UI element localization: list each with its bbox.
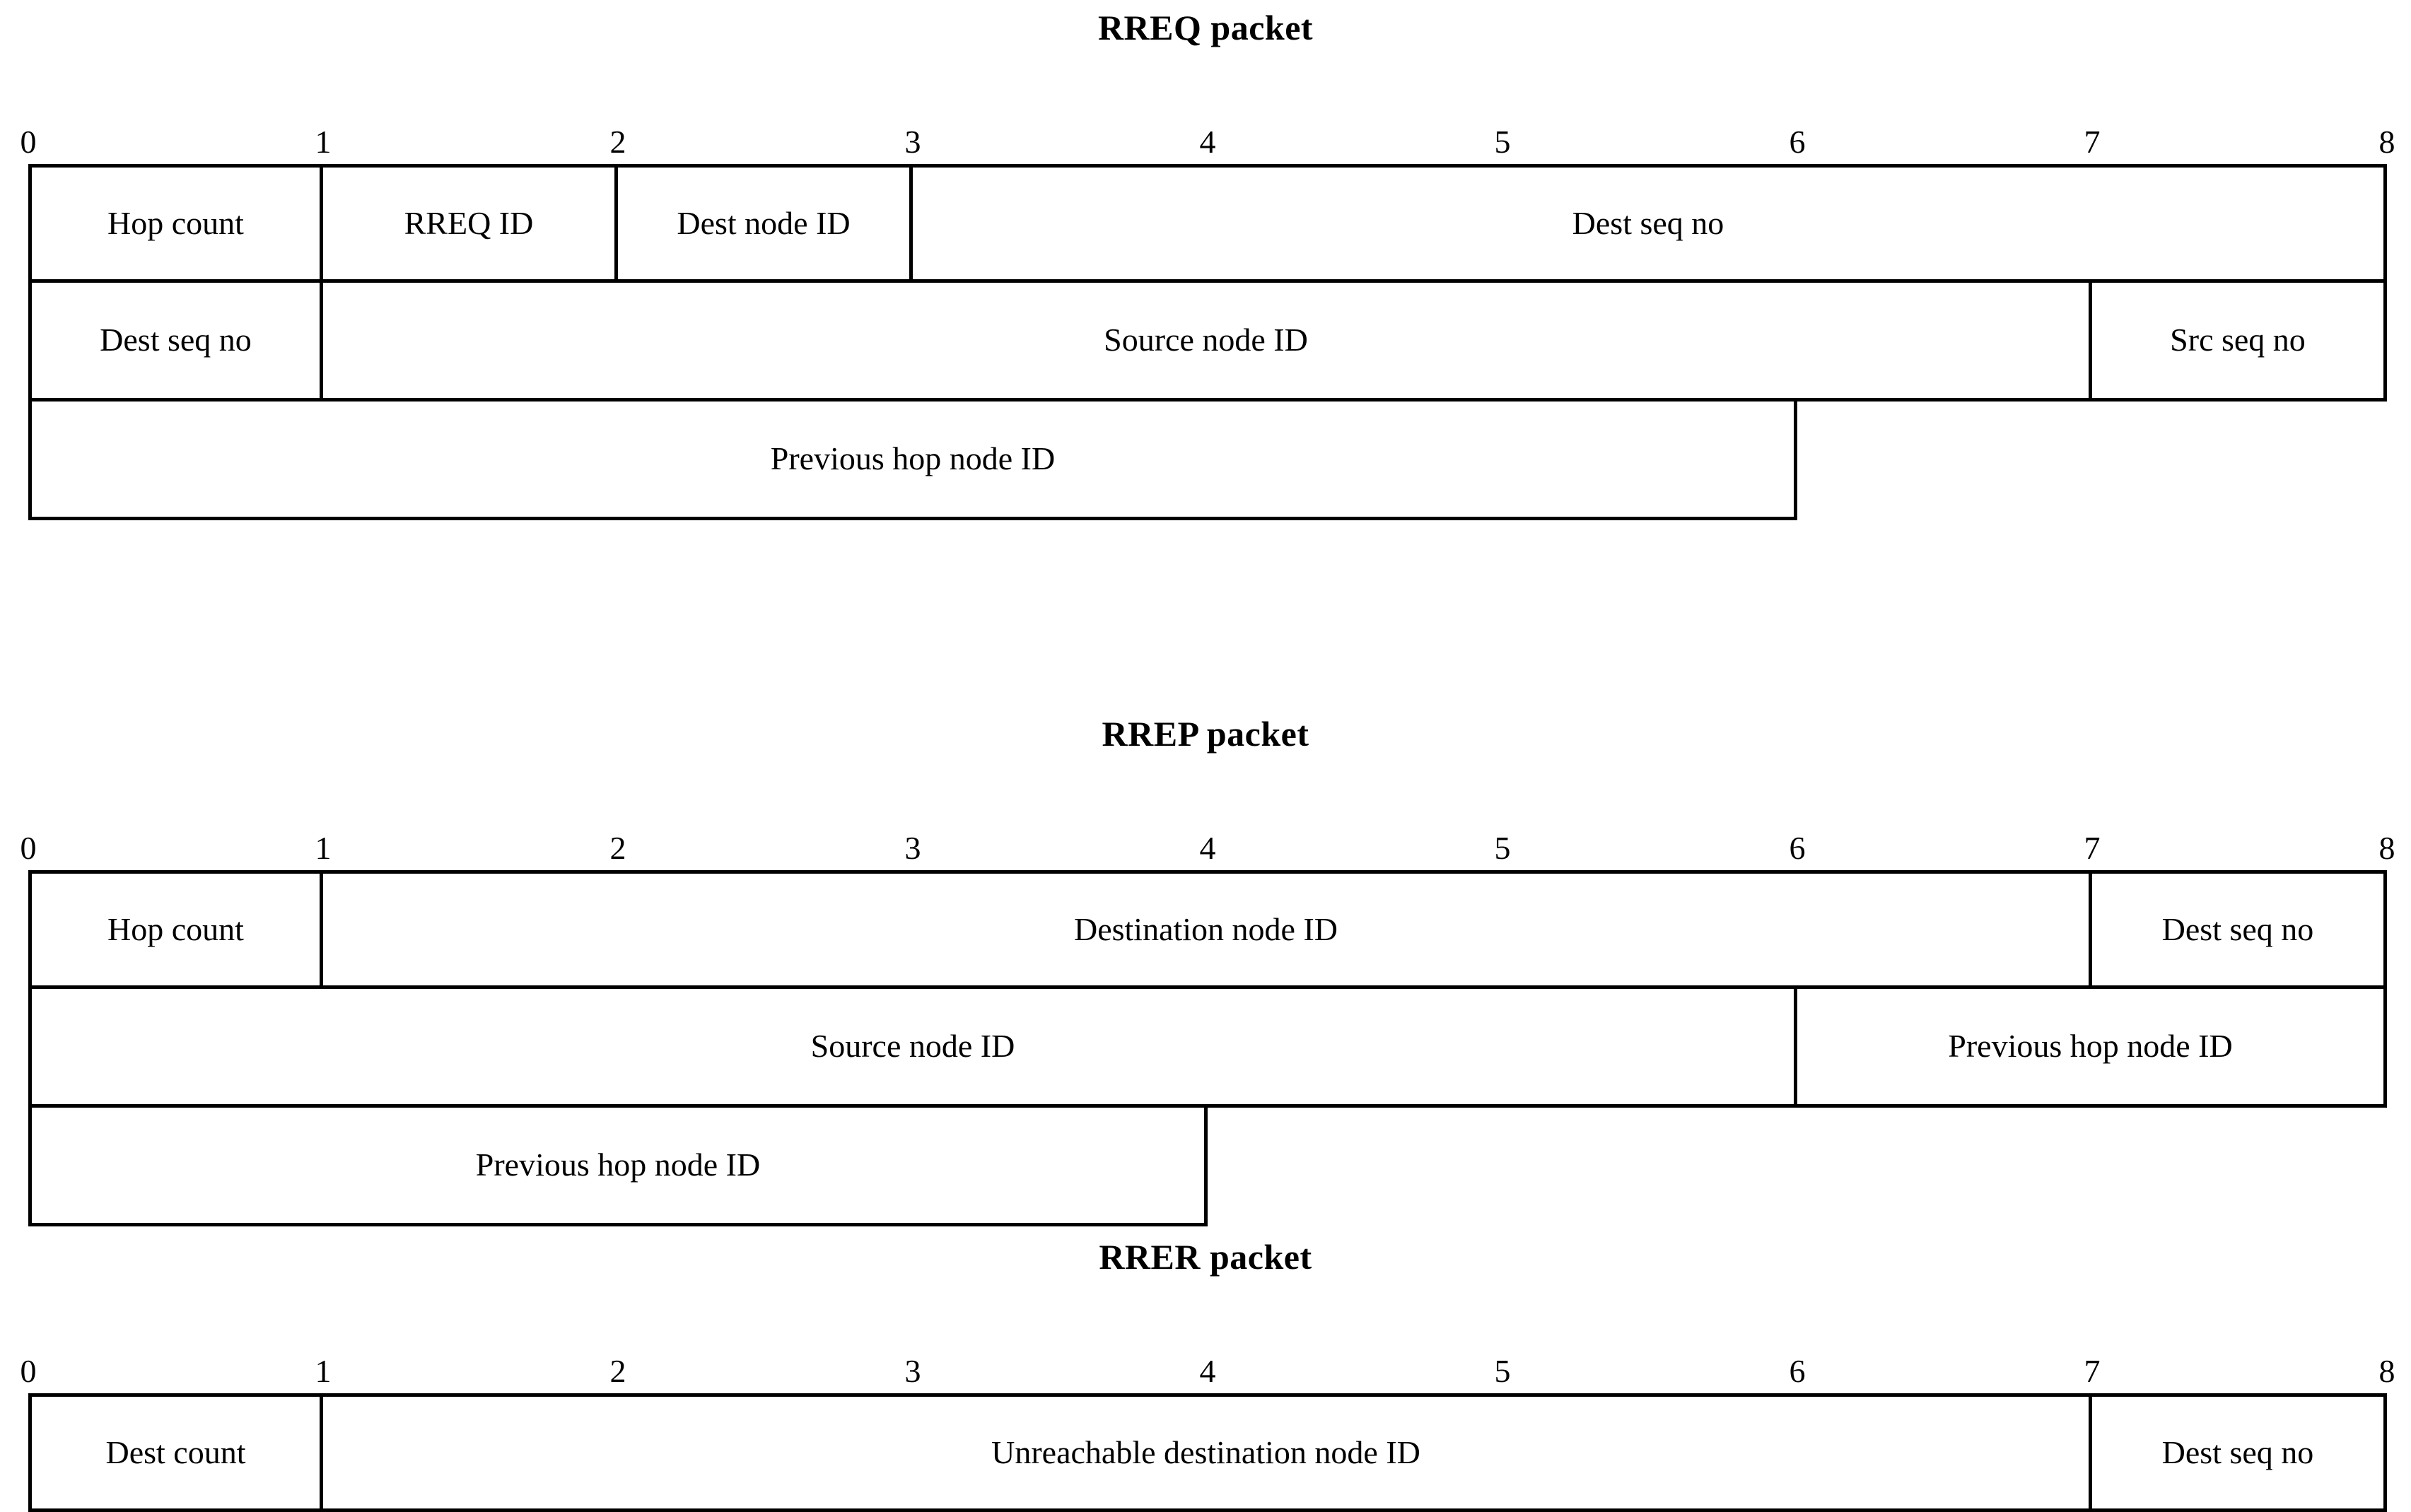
packet-field-label: Dest seq no <box>100 322 252 358</box>
packet-field-label: Dest seq no <box>2161 1434 2314 1470</box>
packet-field: Dest seq no <box>2092 870 2387 989</box>
packet-field: RREQ ID <box>323 164 618 283</box>
bit-tick-3: 3 <box>904 1353 921 1389</box>
packet-field: Previous hop node ID <box>28 1108 1208 1226</box>
packet-field: Hop count <box>28 870 323 989</box>
bit-tick-5: 5 <box>1494 830 1511 866</box>
packet-title-rrer: RRER packet <box>1099 1237 1312 1277</box>
packet-field: Dest count <box>28 1393 323 1512</box>
packet-field-label: Dest node ID <box>677 204 851 241</box>
packet-field-label: Previous hop node ID <box>1948 1028 2233 1065</box>
packet-row: Dest count Unreachable destination node I… <box>0 1393 2411 1512</box>
bit-tick-1: 1 <box>315 830 332 866</box>
packet-field: Dest seq no <box>913 164 2387 283</box>
bit-tick-3: 3 <box>904 124 921 160</box>
packet-row: Hop count Destination node ID Dest seq no <box>0 870 2411 989</box>
bit-tick-4: 4 <box>1199 1353 1216 1389</box>
packet-field: Dest node ID <box>618 164 913 283</box>
bit-ruler-rrer: 0 1 2 3 4 5 6 7 8 <box>0 1349 2411 1393</box>
packet-row: Dest seq no Source node ID Src seq no <box>0 283 2411 402</box>
packet-field-label: Source node ID <box>810 1028 1015 1065</box>
packet-field-label: Hop count <box>107 910 244 947</box>
packet-field-label: Previous hop node ID <box>475 1147 761 1183</box>
packet-field-label: Destination node ID <box>1073 910 1338 947</box>
bit-tick-8: 8 <box>2378 830 2395 866</box>
packet-field: Src seq no <box>2092 283 2387 402</box>
packet-field: Destination node ID <box>323 870 2092 989</box>
packet-field: Unreachable destination node ID <box>323 1393 2092 1512</box>
bit-tick-2: 2 <box>609 124 626 160</box>
packet-field-label: Source node ID <box>1104 322 1308 358</box>
bit-ruler-rreq: 0 1 2 3 4 5 6 7 8 <box>0 120 2411 164</box>
title-ruler-spacer <box>0 756 2411 826</box>
bit-tick-8: 8 <box>2378 124 2395 160</box>
bit-tick-5: 5 <box>1494 124 1511 160</box>
packet-field: Hop count <box>28 164 323 283</box>
packet-field-label: Dest seq no <box>1572 204 1724 241</box>
bit-tick-2: 2 <box>609 830 626 866</box>
bit-tick-3: 3 <box>904 830 921 866</box>
bit-tick-7: 7 <box>2084 1353 2101 1389</box>
bit-tick-6: 6 <box>1789 1353 1806 1389</box>
bit-tick-7: 7 <box>2084 124 2101 160</box>
packet-field-label: Dest seq no <box>2161 910 2314 947</box>
bit-tick-1: 1 <box>315 124 332 160</box>
packet-field-label: Previous hop node ID <box>770 440 1056 477</box>
packet-field-label: Dest count <box>105 1434 246 1470</box>
packet-field: Previous hop node ID <box>28 402 1797 520</box>
title-ruler-spacer <box>0 49 2411 120</box>
packet-field: Dest seq no <box>2092 1393 2387 1512</box>
bit-tick-6: 6 <box>1789 124 1806 160</box>
bit-tick-0: 0 <box>20 830 37 866</box>
packet-field: Previous hop node ID <box>1797 989 2387 1108</box>
packet-row: Source node ID Previous hop node ID <box>0 989 2411 1108</box>
packet-field: Source node ID <box>28 989 1797 1108</box>
bit-tick-2: 2 <box>609 1353 626 1389</box>
bit-tick-6: 6 <box>1789 830 1806 866</box>
packet-row: Previous hop node ID <box>0 402 2411 520</box>
bit-tick-7: 7 <box>2084 830 2101 866</box>
packet-field: Source node ID <box>323 283 2092 402</box>
bit-tick-1: 1 <box>315 1353 332 1389</box>
packet-title-rreq: RREQ packet <box>1097 8 1314 47</box>
bit-ruler-rrep: 0 1 2 3 4 5 6 7 8 <box>0 826 2411 870</box>
packet-field-label: Src seq no <box>2170 322 2306 358</box>
bit-tick-4: 4 <box>1199 124 1216 160</box>
packet-table-rrep: Hop count Destination node ID Dest seq no S… <box>0 870 2411 1226</box>
packet-row: Previous hop node ID <box>0 1108 2411 1226</box>
title-ruler-spacer <box>0 1279 2411 1349</box>
packet-field-label: Hop count <box>107 204 244 241</box>
packet-field-label: RREQ ID <box>404 204 534 241</box>
bit-tick-4: 4 <box>1199 830 1216 866</box>
bit-tick-8: 8 <box>2378 1353 2395 1389</box>
bit-tick-0: 0 <box>20 1353 37 1389</box>
bit-tick-0: 0 <box>20 124 37 160</box>
packet-field-label: Unreachable destination node ID <box>991 1434 1420 1470</box>
packet-row: Hop count RREQ ID Dest node ID Dest seq no <box>0 164 2411 283</box>
bit-tick-5: 5 <box>1494 1353 1511 1389</box>
packet-field: Dest seq no <box>28 283 323 402</box>
packet-title-rrep: RREP packet <box>1102 714 1309 754</box>
packet-table-rrer: Dest count Unreachable destination node I… <box>0 1393 2411 1512</box>
